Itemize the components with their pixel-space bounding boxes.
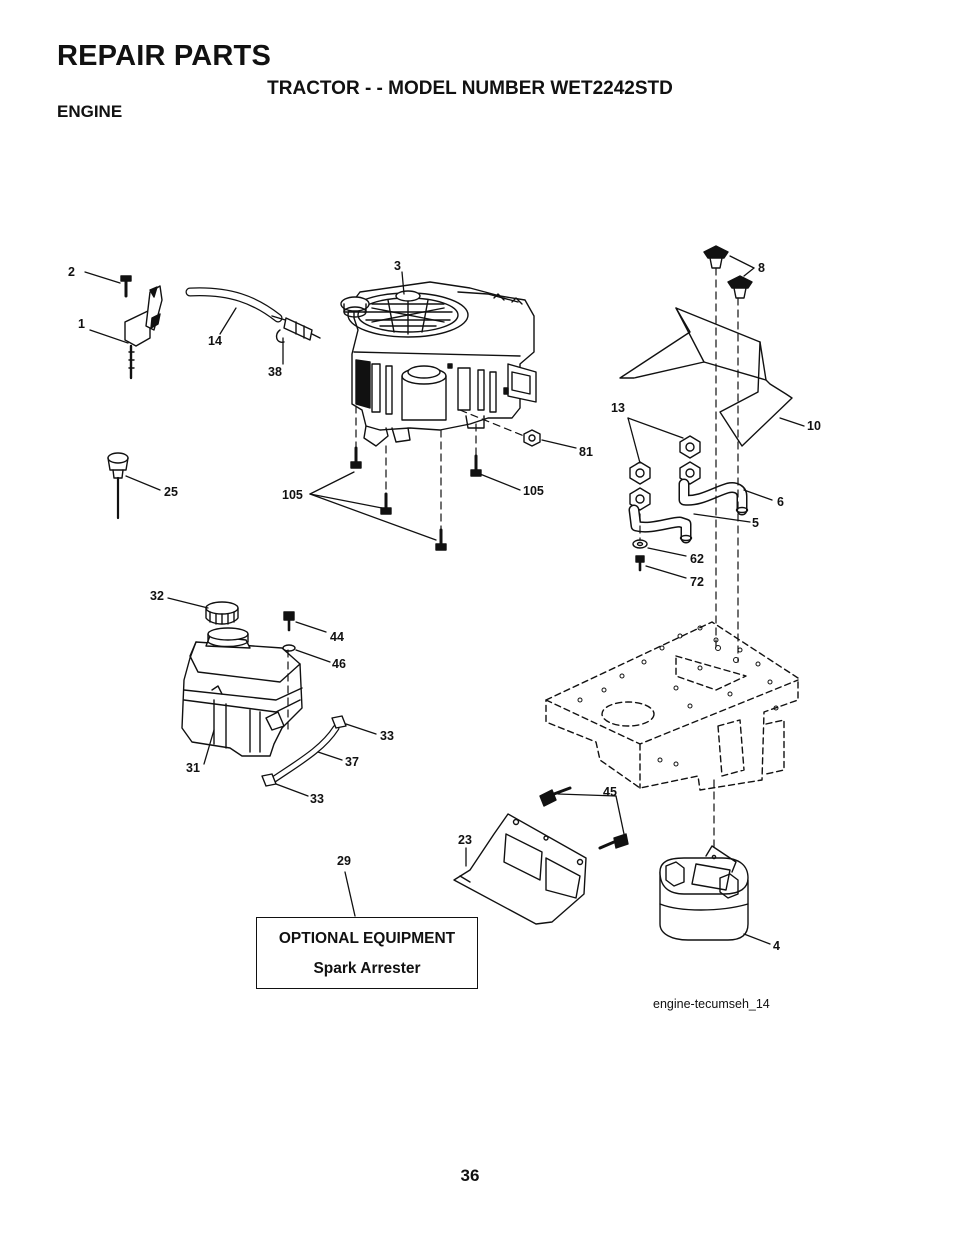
callout-label: 3 — [394, 259, 401, 273]
washer-part — [632, 539, 648, 549]
callout-label: 105 — [523, 484, 544, 498]
mounting-bolt-part — [703, 245, 753, 299]
callout-label: 8 — [758, 261, 765, 275]
screw-part — [120, 275, 132, 298]
heat-shield-plate-part — [453, 813, 587, 925]
callout-label: 6 — [777, 495, 784, 509]
alignment-lines — [287, 267, 739, 849]
throttle-control-part — [124, 285, 163, 380]
page-title: REPAIR PARTS — [57, 40, 272, 72]
fuel-tank-part — [181, 627, 303, 757]
fuel-cap-part — [205, 601, 239, 625]
callout-label: 46 — [332, 657, 346, 671]
fuel-line-part — [185, 287, 293, 323]
callout-label: 105 — [282, 488, 303, 502]
callout-label: 38 — [268, 365, 282, 379]
callout-label: 45 — [603, 785, 617, 799]
bolt-part-72 — [635, 555, 645, 572]
leader-lines — [84, 255, 805, 945]
page-subtitle: TRACTOR - - MODEL NUMBER WET2242STD — [267, 78, 673, 99]
callout-label: 37 — [345, 755, 359, 769]
callout-label: 4 — [773, 939, 780, 953]
callout-label: 23 — [458, 833, 472, 847]
hose-clamp-part — [261, 715, 347, 787]
screw-part-45 — [539, 786, 629, 850]
optional-equipment-box: OPTIONAL EQUIPMENT Spark Arrester — [256, 917, 478, 989]
washer-part-46 — [282, 644, 296, 652]
callout-label: 33 — [380, 729, 394, 743]
callout-label: 10 — [807, 419, 821, 433]
heat-shield-part — [619, 307, 793, 447]
gasket-part — [629, 435, 701, 511]
callout-label: 72 — [690, 575, 704, 589]
tractor-frame-part — [545, 621, 799, 791]
engine-part — [340, 281, 537, 447]
fuel-line-part-37 — [266, 724, 340, 786]
callout-label: 1 — [78, 317, 85, 331]
callout-label: 25 — [164, 485, 178, 499]
callout-label: 5 — [752, 516, 759, 530]
optional-equipment-item: Spark Arrester — [313, 960, 421, 977]
callout-label: 14 — [208, 334, 222, 348]
callout-label: 44 — [330, 630, 344, 644]
callout-label: 62 — [690, 552, 704, 566]
fuel-fitting-part — [275, 317, 321, 343]
diagram-caption: engine-tecumseh_14 — [653, 997, 770, 1011]
nut-part — [523, 429, 541, 447]
dipstick-part — [107, 452, 129, 520]
callout-labels: 1 2 3 4 5 6 8 10 13 14 23 25 29 31 32 33… — [68, 259, 821, 953]
callout-label: 29 — [337, 854, 351, 868]
screw-part-44 — [283, 611, 295, 632]
callout-label: 32 — [150, 589, 164, 603]
exhaust-pipe-part — [628, 478, 749, 544]
callout-label: 2 — [68, 265, 75, 279]
frame-holes — [577, 625, 779, 767]
section-heading: ENGINE — [57, 102, 123, 121]
page-number: 36 — [460, 1166, 480, 1185]
bolt-part-105 — [350, 446, 482, 551]
callout-label: 33 — [310, 792, 324, 806]
callout-label: 13 — [611, 401, 625, 415]
callout-label: 31 — [186, 761, 200, 775]
callout-label: 81 — [579, 445, 593, 459]
optional-equipment-title: OPTIONAL EQUIPMENT — [278, 930, 456, 947]
muffler-part — [659, 845, 749, 941]
